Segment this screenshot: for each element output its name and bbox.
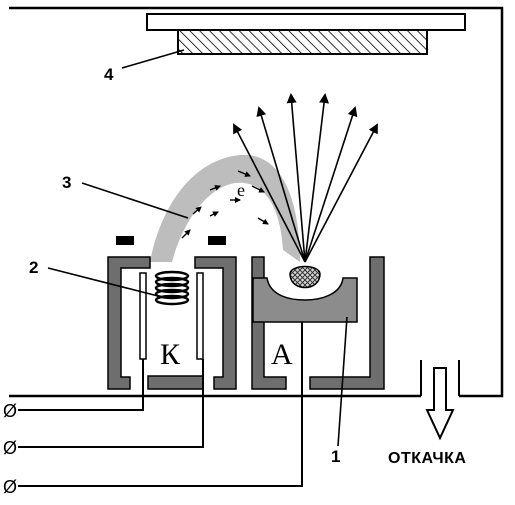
vapor-flux-arrows bbox=[233, 93, 378, 263]
terminal-1: Ø bbox=[3, 401, 18, 421]
filament-coil bbox=[154, 270, 190, 306]
label-filament: 2 bbox=[29, 258, 39, 277]
focus-plate-right bbox=[208, 236, 226, 245]
electrical-leads bbox=[18, 322, 303, 487]
crucible bbox=[252, 277, 358, 323]
cathode-housing bbox=[107, 256, 237, 390]
pump-outlet bbox=[420, 360, 460, 441]
label-target: 4 bbox=[104, 65, 114, 84]
substrate-holder bbox=[146, 13, 466, 31]
cathode-letter: К bbox=[160, 338, 181, 371]
pump-label: ОТКАЧКА bbox=[388, 450, 467, 467]
label-crucible: 1 bbox=[331, 447, 341, 466]
chamber-wall bbox=[9, 6, 504, 398]
focus-plate-left bbox=[116, 236, 134, 245]
terminal-2: Ø bbox=[3, 438, 18, 458]
beam-electron-arrows bbox=[181, 170, 269, 239]
label-electron-beam: 3 bbox=[62, 173, 72, 192]
terminal-3: Ø bbox=[3, 477, 18, 497]
evaporant-material bbox=[289, 265, 321, 289]
leader-lines bbox=[47, 49, 348, 447]
electron-symbol: e bbox=[237, 180, 245, 200]
substrate-target bbox=[177, 29, 428, 55]
anode-letter: А bbox=[271, 338, 293, 371]
